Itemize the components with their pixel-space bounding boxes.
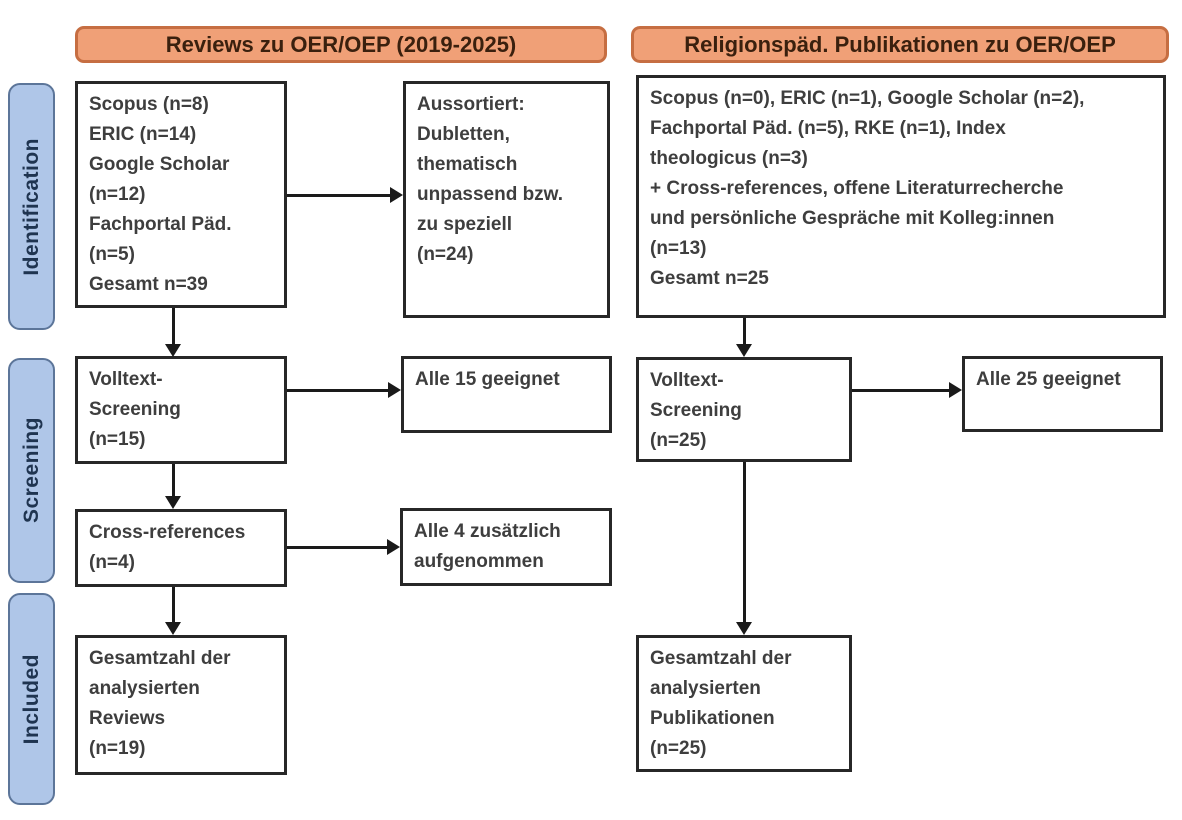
column-header-religionspaed: Religionspäd. Publikationen zu OER/OEP [631,26,1169,63]
stage-identification-label: Identification [19,137,43,276]
box-left-fulltext-screening: Volltext- Screening (n=15) [75,356,287,464]
box-left-excluded: Aussortiert: Dubletten, thematisch unpas… [403,81,610,318]
box-right-sources: Scopus (n=0), ERIC (n=1), Google Scholar… [636,75,1166,318]
box-right-included-total: Gesamtzahl der analysierten Publikatione… [636,635,852,772]
stage-included-label: Included [19,653,43,745]
column-header-reviews: Reviews zu OER/OEP (2019-2025) [75,26,607,63]
box-left-fulltext-result: Alle 15 geeignet [401,356,612,433]
stage-included: Included [8,593,55,805]
box-left-sources: Scopus (n=8) ERIC (n=14) Google Scholar … [75,81,287,308]
box-left-cross-references: Cross-references (n=4) [75,509,287,587]
box-right-fulltext-screening: Volltext- Screening (n=25) [636,357,852,462]
box-left-included-total: Gesamtzahl der analysierten Reviews (n=1… [75,635,287,775]
stage-screening: Screening [8,358,55,583]
stage-screening-label: Screening [19,417,43,524]
box-left-crossref-result: Alle 4 zusätzlich aufgenommen [400,508,612,586]
box-right-fulltext-result: Alle 25 geeignet [962,356,1163,432]
stage-identification: Identification [8,83,55,330]
